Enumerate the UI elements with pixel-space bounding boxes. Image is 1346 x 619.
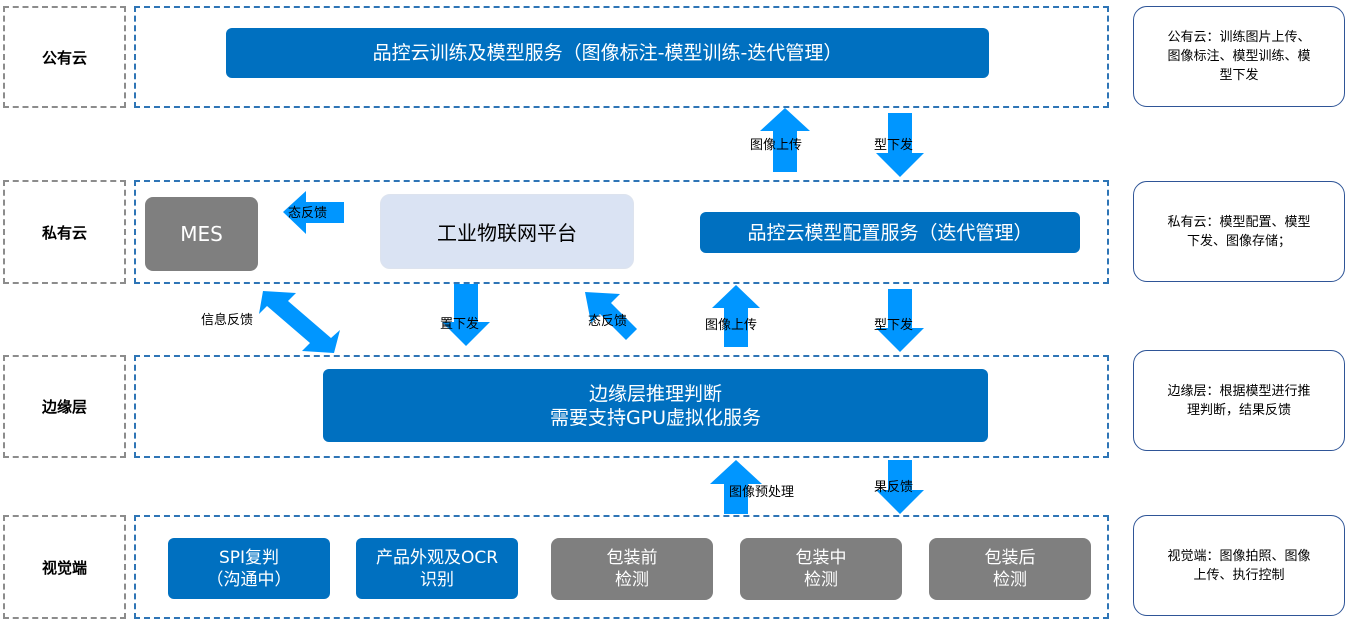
label-image-upload-mid: 图像上传 [705, 318, 758, 333]
label-image-preprocess: 图像预处理 [729, 485, 795, 500]
ocr-node: 产品外观及OCR 识别 [356, 538, 518, 599]
arrow-image-upload-mid [712, 285, 760, 347]
label-model-deploy-mid: 型下发 [874, 318, 914, 333]
edge-inference-node: 边缘层推理判断 需要支持GPU虚拟化服务 [323, 369, 988, 442]
band-edge [134, 355, 1109, 458]
arrow-info-feedback [259, 291, 340, 353]
note-vision: 视觉端：图像拍照、图像 上传、执行控制 [1133, 515, 1345, 616]
band-public-cloud [134, 6, 1109, 108]
label-model-deploy-top: 型下发 [874, 138, 914, 153]
arrow-status-feedback-mes [283, 191, 344, 234]
label-status-feedback-mes: 态反馈 [288, 206, 328, 221]
layer-label-private-cloud: 私有云 [3, 180, 126, 284]
arrow-image-upload-top [760, 108, 810, 172]
arrow-result-feedback [876, 460, 924, 514]
note-private-cloud: 私有云：模型配置、模型 下发、图像存储； [1133, 181, 1345, 282]
spi-node: SPI复判 （沟通中） [168, 538, 330, 599]
layer-label-public-cloud: 公有云 [3, 6, 126, 108]
band-private-cloud [134, 180, 1109, 284]
label-result-feedback: 果反馈 [874, 480, 914, 495]
mid-pack-node: 包装中 检测 [740, 538, 902, 600]
note-public-cloud: 公有云：训练图片上传、 图像标注、模型训练、模 型下发 [1133, 6, 1345, 107]
arrow-image-preprocess [710, 460, 762, 514]
model-config-service: 品控云模型配置服务（迭代管理） [700, 212, 1080, 253]
label-config-deploy: 置下发 [440, 317, 480, 332]
mes-node: MES [145, 197, 258, 271]
arrow-status-feedback-mid [585, 292, 637, 340]
pre-pack-node: 包装前 检测 [551, 538, 713, 600]
label-info-feedback: 信息反馈 [201, 313, 254, 328]
arrow-model-deploy-top [876, 113, 924, 177]
arrow-model-deploy-mid [876, 289, 924, 352]
layer-label-edge: 边缘层 [3, 355, 126, 458]
post-pack-node: 包装后 检测 [929, 538, 1091, 600]
label-image-upload-top: 图像上传 [750, 138, 803, 153]
label-status-feedback-mid: 态反馈 [588, 314, 628, 329]
cloud-training-service: 品控云训练及模型服务（图像标注-模型训练-迭代管理） [226, 28, 989, 78]
note-edge: 边缘层：根据模型进行推 理判断，结果反馈 [1133, 350, 1345, 451]
arrow-config-deploy [442, 284, 490, 346]
iiot-platform-node: 工业物联网平台 [380, 194, 634, 269]
